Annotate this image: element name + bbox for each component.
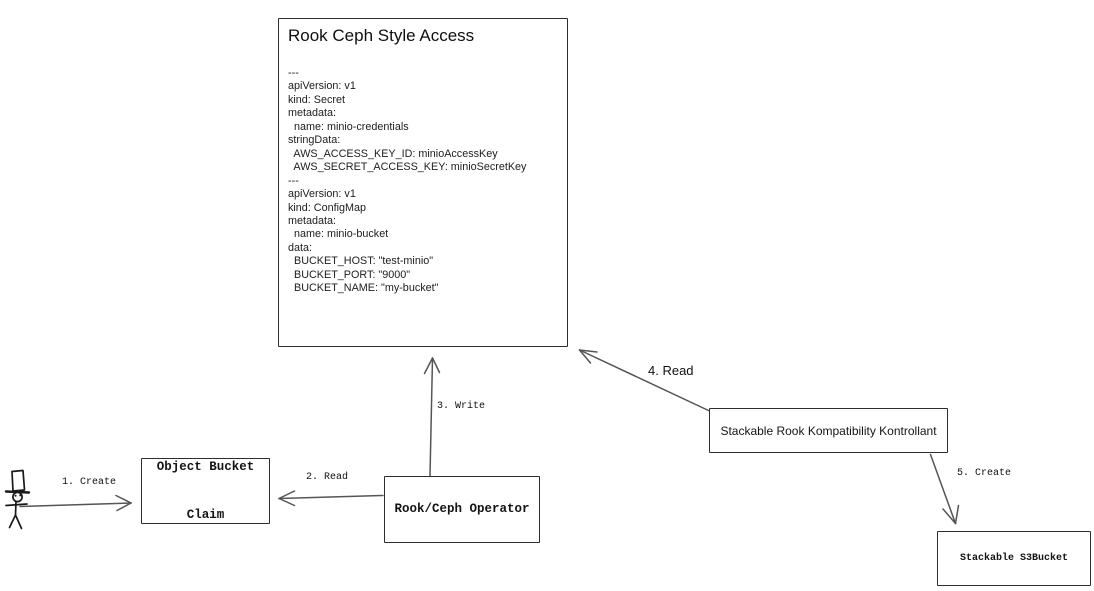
yaml-line: BUCKET_PORT: "9000": [288, 268, 411, 281]
yaml-line: ---: [288, 67, 299, 79]
edge-label-4-read: 4. Read: [648, 363, 694, 378]
yaml-line: ---: [288, 174, 299, 187]
node-object-bucket-claim: Object Bucket Claim: [141, 458, 270, 524]
node-label: Stackable S3Bucket: [959, 553, 1069, 564]
arrow-1-create: [19, 494, 132, 512]
edge-label-5-create: 5. Create: [957, 468, 1012, 479]
node-rook-ceph-style-access: Rook Ceph Style Access --- apiVersion: v…: [278, 18, 568, 347]
edge-label-3-write: 3. Write: [437, 401, 486, 412]
yaml-line: stringData:: [288, 134, 341, 147]
arrow-4-read: [578, 349, 710, 412]
node-label: Rook/Ceph Operator: [394, 502, 530, 517]
yaml-line: AWS_ACCESS_KEY_ID: minioAccessKey: [288, 147, 498, 160]
yaml-line: kind: Secret: [288, 93, 346, 106]
yaml-line: BUCKET_NAME: "my-bucket": [288, 282, 439, 295]
node-label: Object Bucket Claim: [157, 426, 255, 556]
yaml-line: name: minio-bucket: [288, 228, 389, 241]
node-rook-ceph-operator: Rook/Ceph Operator: [384, 476, 540, 543]
arrow-3-write: [423, 357, 441, 477]
yaml-line: BUCKET_HOST: "test-minio": [288, 255, 434, 268]
node-stackable-s3bucket: Stackable S3Bucket: [937, 531, 1091, 586]
arrow-5-create: [929, 453, 960, 525]
yaml-line: data:: [288, 241, 313, 254]
yaml-line: kind: ConfigMap: [288, 201, 367, 214]
yaml-snippet: --- apiVersion: v1 kind: Secret metadata…: [288, 67, 567, 296]
yaml-line: apiVersion: v1: [288, 188, 356, 201]
node-label: Stackable Rook Kompatibility Kontrollant: [720, 423, 937, 438]
node-label-line2: Claim: [186, 508, 225, 523]
edge-label-1-create: 1. Create: [62, 477, 117, 488]
node-stackable-rook-kontrollant: Stackable Rook Kompatibility Kontrollant: [709, 408, 948, 453]
yaml-line: name: minio-credentials: [288, 120, 409, 133]
edge-label-2-read: 2. Read: [306, 472, 349, 483]
yaml-line: metadata:: [288, 214, 337, 227]
yaml-line: apiVersion: v1: [288, 80, 356, 93]
arrow-2-read: [278, 490, 384, 507]
yaml-line: metadata:: [288, 107, 337, 120]
user-actor-icon: [4, 469, 31, 530]
node-label-line1: Object Bucket: [156, 459, 255, 474]
node-title: Rook Ceph Style Access: [288, 26, 475, 45]
yaml-line: AWS_SECRET_ACCESS_KEY: minioSecretKey: [288, 161, 527, 174]
